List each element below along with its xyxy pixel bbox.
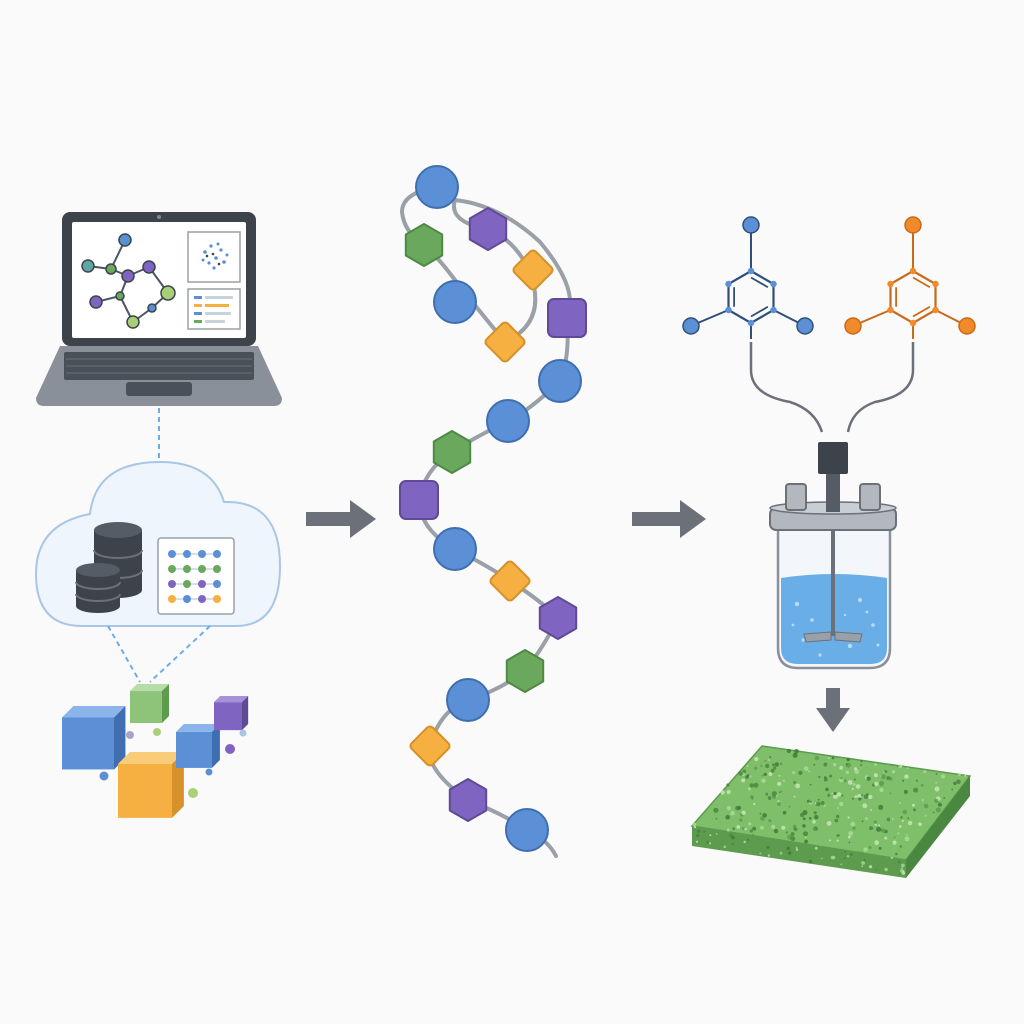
laptop-icon [36, 212, 282, 406]
connector-line [149, 625, 211, 683]
bead-orange-diamond [512, 249, 554, 291]
network-graph-icon [81, 233, 176, 329]
table-dot [168, 595, 176, 603]
bead-green-hexagon [432, 430, 472, 474]
bead-blue-circle [446, 678, 490, 722]
table-dot [183, 595, 191, 603]
bead-green-hexagon [404, 223, 444, 267]
bead-orange-diamond [484, 321, 526, 363]
bead-purple-hexagon [468, 207, 508, 251]
bead-blue-circle [415, 165, 459, 209]
blue-monomer-icon [682, 216, 814, 339]
table-dot [168, 565, 176, 573]
table-dot [183, 550, 191, 558]
table-dot [183, 580, 191, 588]
particle-dots [99, 728, 247, 798]
reactor-vessel-icon [769, 442, 897, 670]
cloud-database-icon [34, 460, 282, 627]
bead-blue-circle [433, 280, 477, 324]
building-blocks-icon [62, 684, 249, 818]
list-panel-icon [187, 288, 241, 330]
bead-purple-hexagon [538, 596, 578, 640]
table-dot [213, 550, 221, 558]
bead-blue-circle [505, 808, 549, 852]
bead-orange-diamond [489, 560, 531, 602]
polymer-chain [399, 165, 587, 858]
cube-icon [130, 684, 170, 724]
cube-icon [214, 696, 249, 731]
arrow-right-icon [306, 500, 376, 538]
table-dot [183, 565, 191, 573]
bead-purple-square [399, 480, 439, 520]
scatter-panel-icon [187, 231, 241, 283]
cube-icon [62, 706, 126, 770]
table-dot [198, 595, 206, 603]
bead-blue-circle [486, 399, 530, 443]
cube-icon [176, 724, 220, 768]
bead-blue-circle [538, 359, 582, 403]
table-dot [168, 580, 176, 588]
arrow-right-icon [632, 500, 706, 538]
material-slab-icon [690, 745, 972, 878]
database-icon [75, 522, 143, 613]
bead-purple-hexagon [448, 778, 488, 822]
table-dot [198, 550, 206, 558]
feed-line [846, 342, 915, 433]
data-table-icon [157, 537, 235, 615]
orange-monomer-icon [844, 216, 976, 339]
bead-orange-diamond [409, 725, 451, 767]
table-dot [213, 565, 221, 573]
feed-line [749, 342, 824, 433]
table-dot [198, 565, 206, 573]
bead-green-hexagon [505, 649, 545, 693]
bead-purple-square [547, 298, 587, 338]
bubbles [791, 598, 880, 657]
table-dot [213, 580, 221, 588]
table-dot [168, 550, 176, 558]
connector-line [107, 625, 141, 683]
cube-icon [118, 752, 184, 818]
bead-blue-circle [433, 527, 477, 571]
arrow-down-icon [816, 688, 850, 732]
table-dot [198, 580, 206, 588]
table-dot [213, 595, 221, 603]
